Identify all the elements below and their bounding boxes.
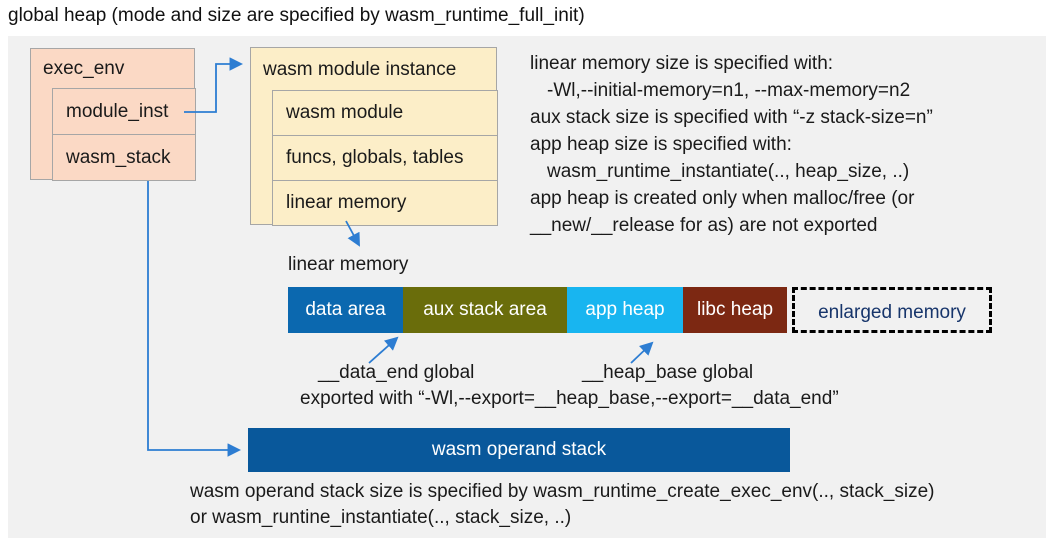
module-instance-header: wasm module instance <box>263 59 457 80</box>
note-line: app heap is created only when malloc/fre… <box>530 188 915 209</box>
operand-stack-note-line1: wasm operand stack size is specified by … <box>190 481 935 502</box>
operand-stack-note: wasm operand stack size is specified by … <box>190 479 935 531</box>
exec-env-row-module-inst: module_inst <box>52 88 196 135</box>
note-line: aux stack size is specified with “-z sta… <box>530 107 933 128</box>
segment-data-area: data area <box>288 287 403 333</box>
exec-env-row-wasm-stack: wasm_stack <box>52 134 196 181</box>
note-line: wasm_runtime_instantiate(.., heap_size, … <box>547 161 910 182</box>
exec-env-box: exec_env module_inst wasm_stack <box>30 48 196 181</box>
data-end-global-label: __data_end global <box>318 362 475 383</box>
note-line: app heap size is specified with: <box>530 134 792 155</box>
note-line: __new/__release for as) are not exported <box>530 215 878 236</box>
operand-stack-note-line2: or wasm_runtine_instantiate(.., stack_si… <box>190 507 572 528</box>
linear-memory-label: linear memory <box>288 254 409 275</box>
segment-app-heap: app heap <box>567 287 683 333</box>
module-instance-row-linear-memory: linear memory <box>272 180 498 226</box>
module-instance-box: wasm module instance wasm module funcs, … <box>250 47 498 226</box>
segment-enlarged-memory: enlarged memory <box>792 287 992 333</box>
note-line: -Wl,--initial-memory=n1, --max-memory=n2 <box>547 80 911 101</box>
wasm-operand-stack-box: wasm operand stack <box>248 428 790 472</box>
note-line: linear memory size is specified with: <box>530 53 834 74</box>
segment-libc-heap: libc heap <box>683 287 787 333</box>
memory-size-notes: linear memory size is specified with: -W… <box>530 50 1035 239</box>
module-instance-row-funcs-globals-tables: funcs, globals, tables <box>272 135 498 181</box>
diagram-title: global heap (mode and size are specified… <box>8 5 585 26</box>
module-instance-row-wasm-module: wasm module <box>272 90 498 136</box>
export-note-label: exported with “-Wl,--export=__heap_base,… <box>300 388 839 409</box>
segment-aux-stack-area: aux stack area <box>403 287 567 333</box>
heap-base-global-label: __heap_base global <box>582 362 754 383</box>
exec-env-header: exec_env <box>43 58 125 79</box>
